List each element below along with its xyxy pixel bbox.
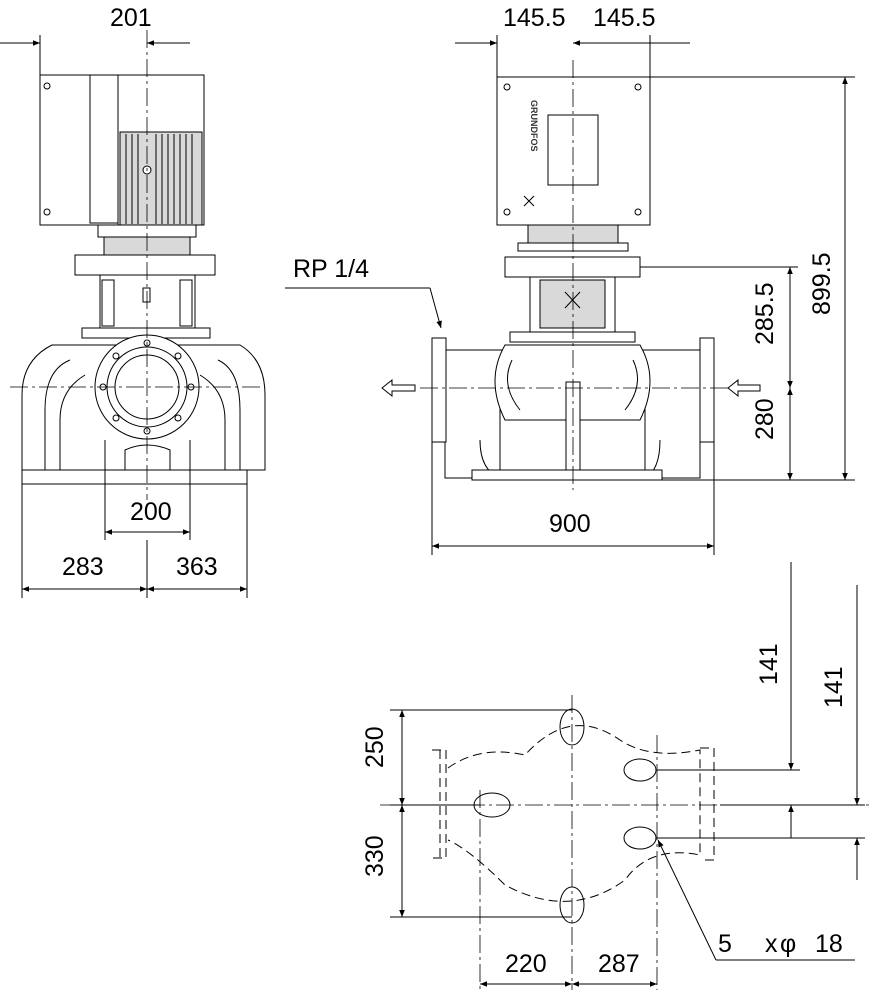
- flange-outline: [432, 747, 715, 861]
- dim-length-ports: 900: [549, 510, 591, 538]
- brand-logo: GRUNDFOS: [529, 100, 539, 152]
- outlet-flow-arrow-icon: [381, 378, 416, 398]
- connection-label: RP 1/4: [293, 255, 369, 283]
- holes-diameter: 18: [815, 930, 843, 958]
- outlet-flange: [699, 337, 715, 443]
- dim-flange-spacing: 200: [130, 498, 172, 526]
- shaft-marker: [142, 287, 151, 303]
- pump-head-flange: [509, 331, 636, 343]
- dim-motor-half-right: 145.5: [593, 4, 656, 32]
- coupling-cross: [564, 291, 581, 309]
- dim-offset-upper: 141: [755, 643, 783, 685]
- side-view: 201 200 283 363: [0, 4, 266, 598]
- inlet-flow-arrow-icon: [727, 378, 761, 398]
- dim-height-coupling: 285.5: [751, 282, 779, 345]
- foot-view: 250 330 141 141 220 287 5 x φ 18: [361, 562, 870, 990]
- screw: [503, 83, 511, 91]
- pump-base: [471, 469, 663, 481]
- front-view: GRUNDFOS RP 1/4 1: [285, 4, 855, 555]
- motor-terminal-box: [39, 74, 121, 226]
- volute-contour: [44, 359, 241, 470]
- volute-contour: [59, 374, 226, 470]
- foot-hole: [623, 826, 657, 850]
- screw: [634, 83, 642, 91]
- casing-outline: [439, 725, 701, 902]
- screw: [503, 208, 511, 216]
- dim-offset-lower: 141: [820, 666, 848, 708]
- dim-motor-offset: 201: [110, 4, 152, 32]
- dim-x-left: 220: [505, 950, 547, 978]
- coupling: [539, 279, 606, 329]
- dim-x-right: 287: [598, 950, 640, 978]
- dim-height-total: 899.5: [808, 252, 836, 315]
- dim-base-right: 363: [176, 553, 218, 581]
- leader-line: [429, 287, 442, 329]
- stool-window: [101, 279, 115, 327]
- screw: [43, 208, 51, 216]
- holes-times: x: [765, 930, 778, 958]
- pump-base: [21, 469, 248, 485]
- motor-housing: [496, 76, 651, 226]
- screw: [634, 208, 642, 216]
- casing-contour: [507, 359, 638, 411]
- screw: [43, 82, 51, 90]
- pump-stool-flange: [504, 256, 641, 278]
- dim-motor-half-left: 145.5: [503, 4, 566, 32]
- foot-hole: [623, 758, 657, 782]
- holes-count: 5: [718, 930, 732, 958]
- brand-x-icon: [523, 195, 535, 207]
- leader-line: [657, 839, 717, 961]
- inlet-flange: [431, 337, 447, 443]
- dim-base-left: 283: [62, 553, 104, 581]
- dim-hole-bottom: 330: [361, 835, 389, 877]
- dim-height-port: 280: [751, 398, 779, 440]
- stool-window: [179, 279, 193, 327]
- holes-diameter-symbol: φ: [780, 930, 796, 958]
- dim-hole-top: 250: [361, 726, 389, 768]
- pump-stool-flange: [74, 254, 216, 276]
